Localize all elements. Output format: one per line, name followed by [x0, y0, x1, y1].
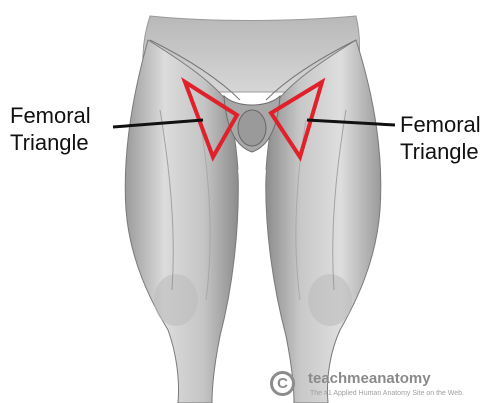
right-knee	[308, 274, 352, 326]
left-knee	[154, 274, 198, 326]
right-leg	[266, 40, 381, 403]
watermark-name: teachmeanatomy	[308, 370, 431, 387]
right-label-line2: Triangle	[400, 138, 481, 165]
left-leg	[125, 40, 238, 403]
left-label-line2: Triangle	[10, 129, 91, 156]
copyright-icon: C	[270, 371, 295, 396]
inner-thigh-shadow	[238, 163, 266, 341]
watermark: C teachmeanatomy The #1 Applied Human An…	[270, 368, 498, 403]
left-label-line1: Femoral	[10, 102, 91, 129]
watermark-tagline: The #1 Applied Human Anatomy Site on the…	[310, 390, 464, 397]
right-femoral-triangle-label: Femoral Triangle	[400, 111, 481, 165]
left-femoral-triangle-label: Femoral Triangle	[10, 102, 91, 156]
right-label-line1: Femoral	[400, 111, 481, 138]
